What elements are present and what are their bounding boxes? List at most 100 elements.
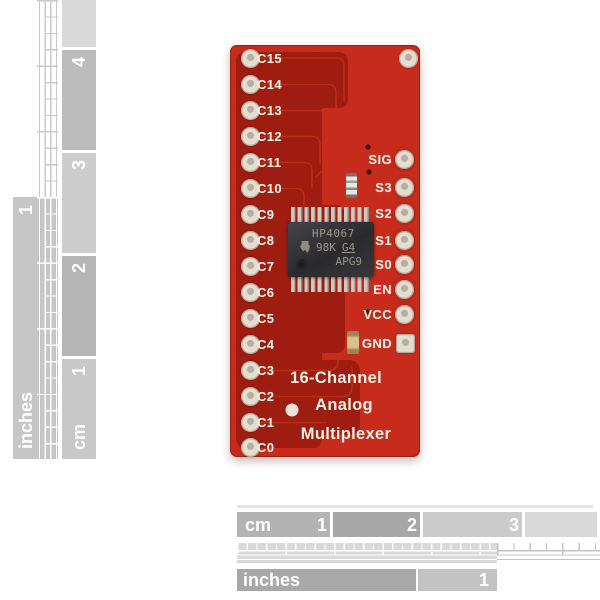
tick-band-inch-part (497, 543, 600, 563)
cm-ruler-unit-label: cm (245, 514, 272, 535)
pin-pad (394, 203, 414, 223)
left-cm-ruler: 4 3 2 1 cm (62, 0, 96, 459)
inch-ruler-ticks-upper (37, 0, 58, 197)
cm-ruler-number: 1 (316, 514, 327, 535)
ic-pin1-indicator (296, 259, 309, 272)
cm-ruler-number: 2 (406, 514, 417, 535)
pin-pad (394, 230, 414, 250)
multiplexer-ic-chip: HP4067 98K G4 APG9 (288, 207, 374, 292)
inch-segment: inches (237, 569, 416, 591)
smd-resistor (346, 173, 357, 198)
pin-pad (394, 177, 414, 197)
inch-ruler-number: 1 (478, 570, 489, 590)
cm-ruler-number: 4 (69, 57, 89, 68)
cm-segment (62, 0, 96, 47)
pin-pad (394, 254, 414, 274)
ic-marking: APG9 (335, 255, 363, 268)
bottom-ruler-tick-band (237, 543, 600, 563)
pin-label: SIG (368, 151, 392, 167)
cm-ruler-number: 3 (508, 514, 519, 535)
pin-label: S3 (375, 179, 392, 195)
inch-ruler-bar: 1 inches (13, 197, 58, 459)
silkscreen-dot (285, 403, 299, 417)
pin-label: EN (373, 281, 392, 297)
pin-label: C3 (257, 362, 275, 378)
bottom-inch-ruler: inches 1 (237, 569, 497, 591)
pin-pad (240, 230, 260, 250)
cm-segment: 2 (62, 256, 96, 356)
pin-label: C7 (257, 258, 275, 274)
pin-label: C10 (257, 180, 283, 196)
smd-capacitor (347, 331, 359, 354)
cm-ruler-number: 3 (69, 160, 89, 171)
bottom-ruler-edge-line (237, 505, 593, 508)
pin-pad (240, 256, 260, 276)
pin-label: C14 (257, 77, 283, 92)
pin-label: C6 (257, 284, 275, 300)
pin-label: C0 (257, 439, 275, 455)
pin-pad (240, 75, 260, 94)
pin-label: C13 (257, 102, 283, 118)
pin-pad (240, 178, 260, 198)
cm-segment (525, 512, 597, 537)
left-inch-ruler: 1 inches (13, 0, 58, 459)
pin-pad (240, 126, 260, 146)
pin-label: C5 (257, 310, 275, 326)
cm-segment: cm 1 (237, 512, 330, 537)
pin-label: C8 (257, 232, 275, 248)
pin-pad (240, 412, 260, 432)
cm-ruler-number: 1 (69, 366, 89, 377)
cm-segment: 3 (423, 512, 522, 537)
pin-pad (240, 386, 260, 406)
inch-ruler-unit-label: inches (15, 391, 36, 449)
pin-label: C9 (257, 206, 275, 222)
pin-pad (394, 149, 414, 169)
ic-marking-package: G4 (341, 241, 356, 254)
cm-segment: 3 (62, 153, 96, 253)
pin-label: S1 (375, 232, 392, 248)
inch-segment: 1 (418, 569, 497, 591)
breakout-board: C15 C14 C13 C12 C11 C10 C9 C8 C7 C6 C5 C… (230, 45, 420, 457)
ic-marking-lot: 98K (316, 241, 336, 254)
cm-ruler-number: 2 (69, 263, 89, 274)
ic-marking: HP4067 (312, 227, 355, 240)
pin-pad (240, 100, 260, 120)
pin-label: S0 (375, 256, 392, 272)
pin-pad (240, 48, 260, 68)
pin-label: C15 (257, 50, 283, 66)
mount-hole (398, 48, 418, 68)
bottom-cm-ruler: cm 1 2 3 (237, 512, 597, 537)
pin-label: C1 (257, 414, 275, 430)
pin-pad (394, 279, 414, 299)
pin-pad (240, 204, 260, 224)
tick-band-cm-part (237, 543, 497, 563)
inch-ruler-ticks-lower (37, 197, 58, 459)
pin-pad (240, 308, 260, 328)
board-title-line: Analog (315, 396, 373, 414)
pin-pad (240, 282, 260, 302)
pin-pad (394, 304, 414, 324)
board-title-line: Multiplexer (300, 425, 392, 443)
pin-label: C2 (257, 388, 275, 404)
ic-body: HP4067 98K G4 APG9 (288, 222, 374, 277)
cm-segment: 1 cm (62, 359, 96, 459)
cm-ruler-unit-label: cm (69, 423, 89, 450)
pin-label: C11 (257, 154, 282, 170)
ic-marking: 98K G4 (316, 242, 355, 253)
pin-pad (240, 152, 260, 172)
texas-instruments-logo-icon (300, 241, 310, 253)
inch-ruler-number: 1 (15, 205, 36, 216)
pin-pad (240, 334, 260, 354)
cm-segment: 4 (62, 50, 96, 150)
pin-label: VCC (363, 306, 392, 322)
pin-pad-gnd (396, 334, 415, 353)
pin-label: S2 (375, 205, 392, 221)
pin-label: GND (361, 335, 392, 351)
cm-segment: 2 (333, 512, 420, 537)
board-title-line: 16-Channel (290, 369, 382, 387)
pin-pad (240, 437, 260, 457)
ic-pins-top (291, 207, 371, 222)
pin-pad (240, 360, 260, 380)
ic-pins-bottom (291, 277, 371, 292)
